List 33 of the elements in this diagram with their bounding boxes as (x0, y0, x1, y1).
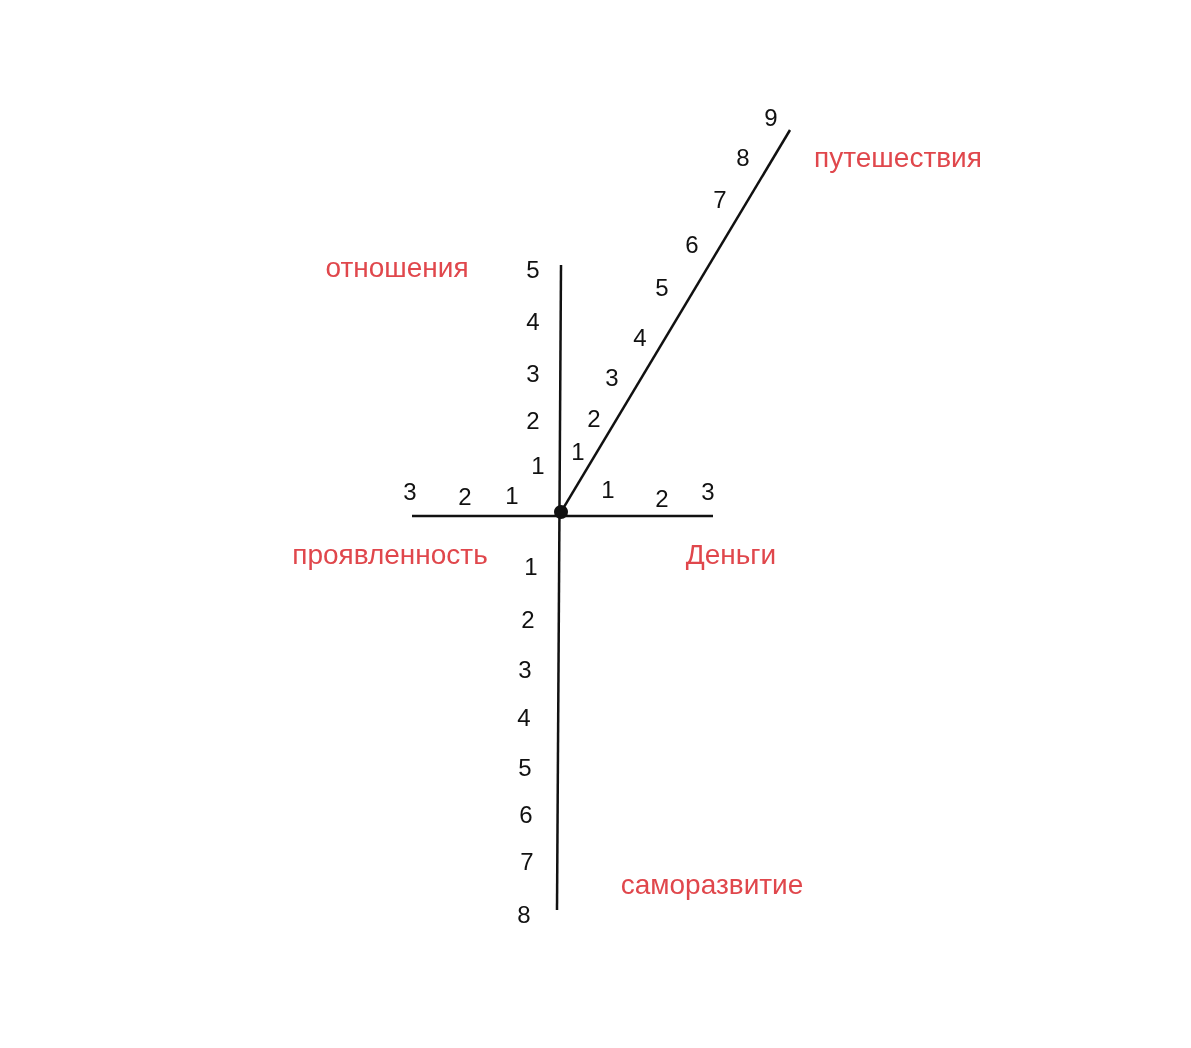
tick-number: 1 (505, 484, 519, 508)
tick-number: 3 (526, 362, 540, 386)
tick-number: 2 (655, 487, 669, 511)
tick-number: 4 (517, 706, 531, 730)
tick-number: 2 (526, 409, 540, 433)
tick-number: 7 (520, 850, 534, 874)
tick-number: 4 (633, 326, 647, 350)
tick-number: 7 (713, 188, 727, 212)
tick-number: 4 (526, 310, 540, 334)
tick-number: 5 (655, 276, 669, 300)
tick-number: 2 (458, 485, 472, 509)
tick-number: 1 (524, 555, 538, 579)
axis-label: саморазвитие (620, 871, 804, 899)
tick-number: 1 (601, 478, 615, 502)
tick-number: 3 (701, 480, 715, 504)
tick-number: 8 (517, 903, 531, 927)
tick-number: 5 (518, 756, 532, 780)
tick-number: 8 (736, 146, 750, 170)
axis-label: отношения (325, 254, 469, 282)
tick-number: 6 (519, 803, 533, 827)
axis-label: путешествия (814, 144, 982, 172)
tick-number: 3 (605, 366, 619, 390)
tick-number: 2 (587, 407, 601, 431)
tick-number: 1 (571, 440, 585, 464)
tick-number: 3 (518, 658, 532, 682)
axis-label: проявленность (292, 541, 488, 569)
tick-number: 1 (531, 454, 545, 478)
tick-number: 3 (403, 480, 417, 504)
tick-number: 2 (521, 608, 535, 632)
tick-number: 6 (685, 233, 699, 257)
axis-label: Деньги (685, 541, 777, 569)
tick-number: 5 (526, 258, 540, 282)
tick-number: 9 (764, 106, 778, 130)
